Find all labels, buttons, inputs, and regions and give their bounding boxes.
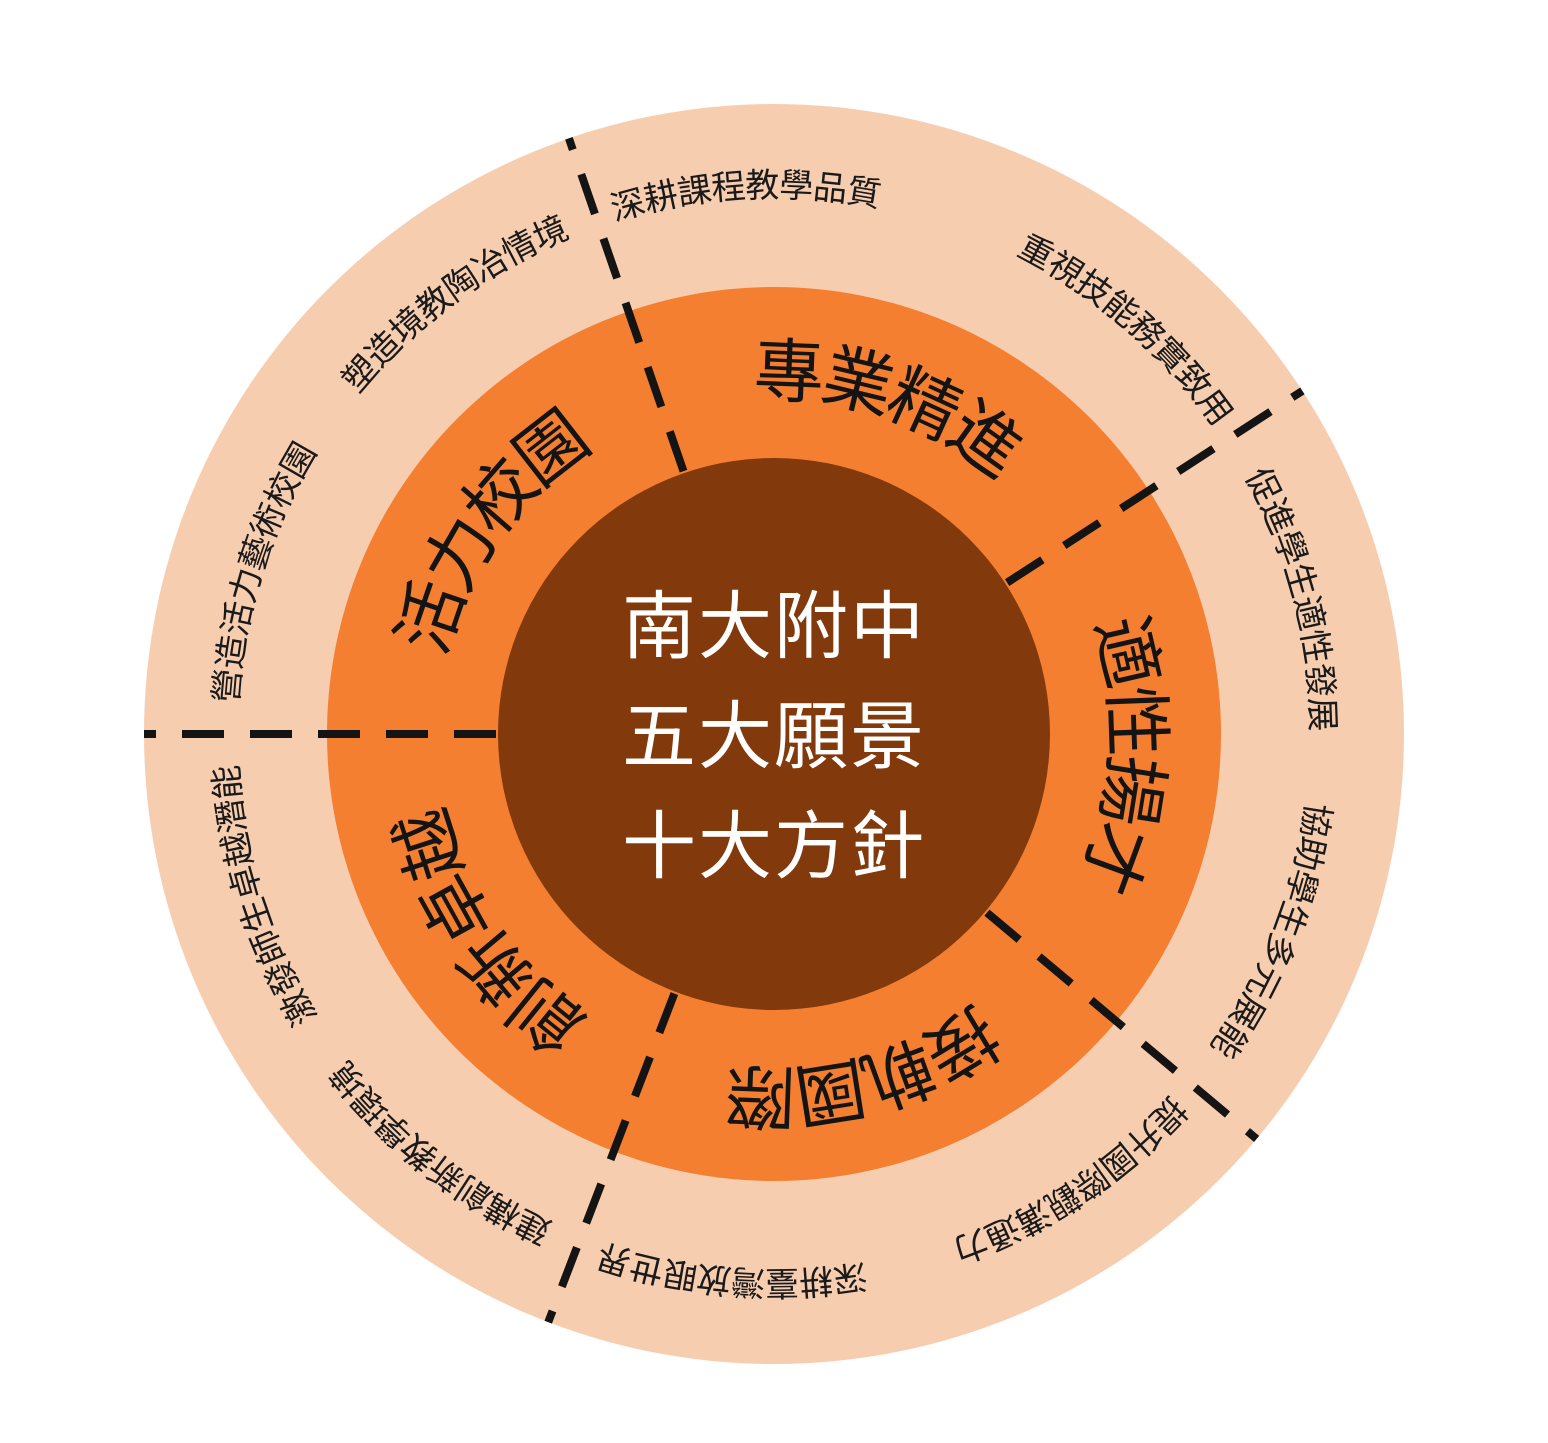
center-line-3: 十大方針	[622, 804, 926, 890]
divider-line-2	[1004, 387, 1305, 586]
divider-line-4	[544, 992, 679, 1324]
center-title: 南大附中 五大願景 十大方針	[622, 584, 926, 890]
core-circle	[498, 458, 1050, 1010]
divider-line-3	[984, 909, 1260, 1143]
center-line-1: 南大附中	[622, 584, 926, 670]
sector-dividers	[144, 137, 1305, 1324]
center-line-2: 五大願景	[622, 694, 926, 780]
divider-line-1	[565, 137, 688, 473]
